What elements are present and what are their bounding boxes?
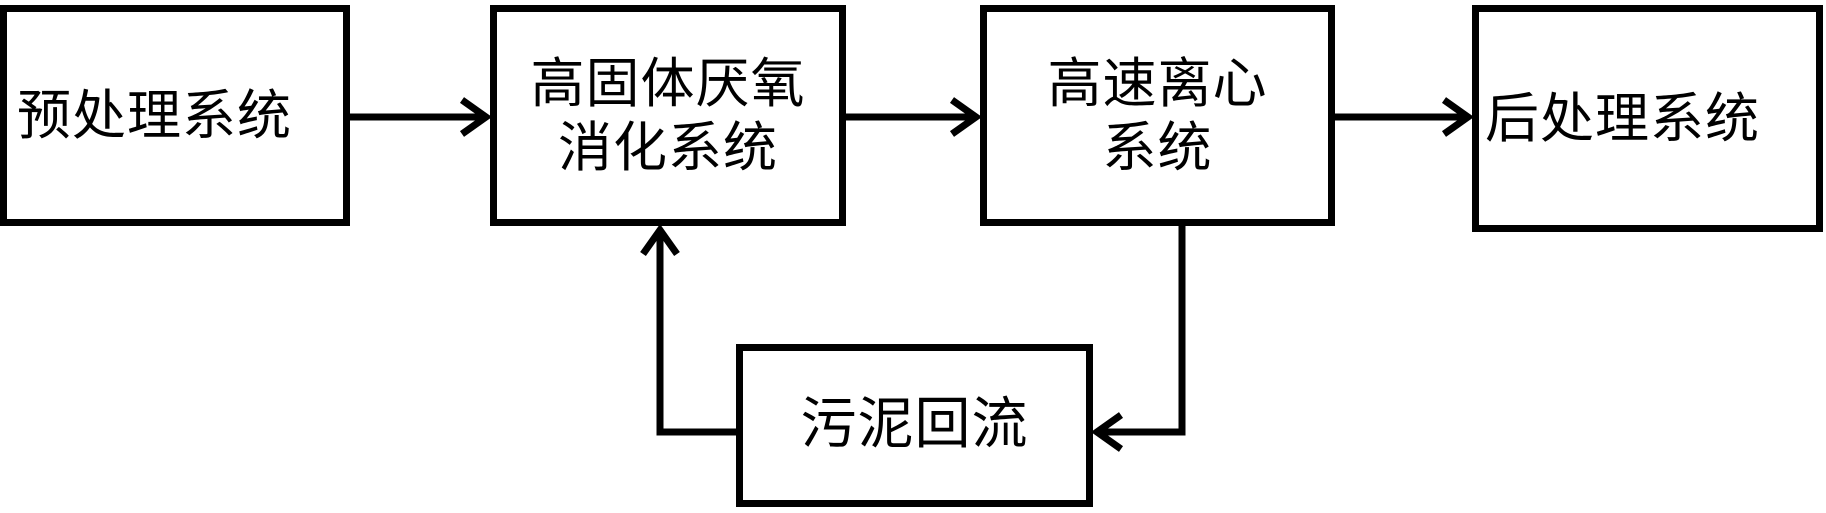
anaerobic-digestion-label-line2: 消化系统 — [558, 115, 778, 179]
edge-centrifuge-to-sludge-return — [1090, 226, 1186, 452]
posttreatment-system-label: 后处理系统 — [1485, 86, 1760, 150]
edge-centrifuge-to-posttreatment — [1335, 97, 1475, 137]
pretreatment-system-label: 预处理系统 — [17, 83, 292, 147]
posttreatment-system-box: 后处理系统 — [1472, 5, 1823, 232]
anaerobic-digestion-label-line1: 高固体厌氧 — [530, 51, 806, 115]
edge-anaerobic-to-centrifuge — [846, 97, 983, 137]
sludge-return-box: 污泥回流 — [736, 344, 1093, 507]
edge-sludge-return-to-anaerobic — [640, 223, 736, 436]
centrifuge-system-box: 高速离心 系统 — [980, 5, 1335, 226]
anaerobic-digestion-system-box: 高固体厌氧 消化系统 — [490, 5, 846, 226]
pretreatment-system-box: 预处理系统 — [0, 5, 350, 226]
centrifuge-label-line2: 系统 — [1102, 115, 1213, 179]
centrifuge-label-line1: 高速离心 — [1047, 51, 1268, 115]
anaerobic-digestion-label-group: 高固体厌氧 消化系统 — [531, 52, 806, 179]
edge-pretreatment-to-anaerobic — [350, 97, 493, 137]
sludge-return-label: 污泥回流 — [800, 392, 1029, 458]
centrifuge-label-group: 高速离心 系统 — [1048, 52, 1268, 179]
